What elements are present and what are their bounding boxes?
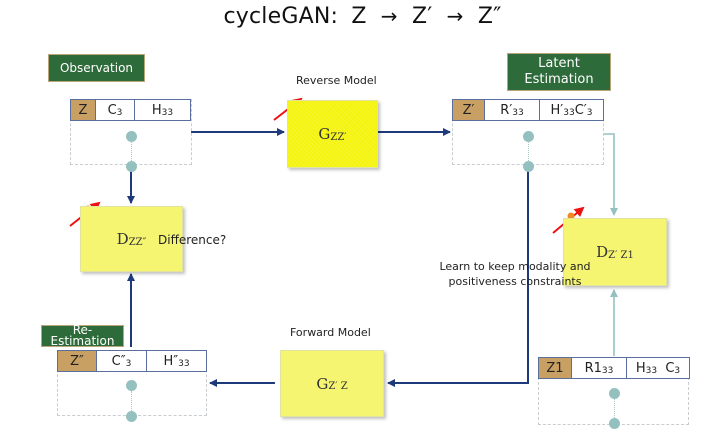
observation-label-text: Observation — [59, 61, 134, 75]
latent-vector: Z′ R′ 33 H′ 33 C′ 3 — [452, 99, 604, 121]
vector-cell-h-c-prime: H′ 33 C′ 3 — [539, 99, 604, 121]
re-estimation-label: Re-Estimation — [41, 323, 124, 348]
title-z-double-prime: Z″ — [477, 4, 502, 29]
difference-label: Difference? — [158, 233, 227, 247]
re-estimation-vector: Z″ C″ 3 H″ 33 — [57, 350, 207, 372]
vector-cell-r-prime: R′ 33 — [484, 99, 540, 121]
vector-cell-z1: Z1 — [538, 357, 572, 379]
constraints-note-line-2: positiveness constraints — [448, 275, 582, 288]
title-arrow-2: → — [446, 4, 464, 28]
latent-estimation-label: Latent Estimation — [507, 53, 611, 91]
arrow-latent-to-forward — [387, 167, 529, 387]
arrow-latent-to-disc-z1 — [604, 133, 618, 216]
connector-dot — [126, 161, 137, 172]
reverse-model-caption: Reverse Model — [296, 74, 377, 87]
diagram-title: cycleGAN: Z → Z′ → Z″ — [0, 4, 725, 29]
constraints-note: Learn to keep modality and positiveness … — [430, 259, 600, 289]
connector-dot — [523, 131, 534, 142]
dotted-connector — [528, 141, 529, 163]
constraints-note-line-1: Learn to keep modality and — [439, 260, 591, 273]
connector-dot — [126, 411, 137, 422]
dotted-connector — [614, 398, 615, 418]
vector-cell-c-double-prime: C″ 3 — [96, 350, 147, 372]
vector-cell-h-double-prime: H″ 33 — [146, 350, 207, 372]
vector-cell-z: Z — [70, 99, 96, 121]
connector-dot — [126, 380, 137, 391]
re-estimation-label-text: Re-Estimation — [50, 323, 115, 348]
forward-model-caption: Forward Model — [290, 326, 371, 339]
connector-dot — [609, 418, 620, 429]
dotted-connector — [131, 141, 132, 163]
title-prefix: cycleGAN: — [223, 4, 339, 29]
title-z: Z — [351, 4, 367, 29]
connector-dot — [126, 131, 137, 142]
vector-cell-z-double-prime: Z″ — [57, 350, 97, 372]
observation-label: Observation — [48, 54, 145, 82]
dotted-connector — [131, 391, 132, 411]
title-arrow-1: → — [380, 4, 398, 28]
latent-estimation-label-text: Latent Estimation — [524, 56, 594, 87]
vector-cell-z-prime: Z′ — [452, 99, 485, 121]
connector-dot — [609, 388, 620, 399]
title-z-prime: Z′ — [411, 4, 433, 29]
connector-dot — [523, 161, 534, 172]
